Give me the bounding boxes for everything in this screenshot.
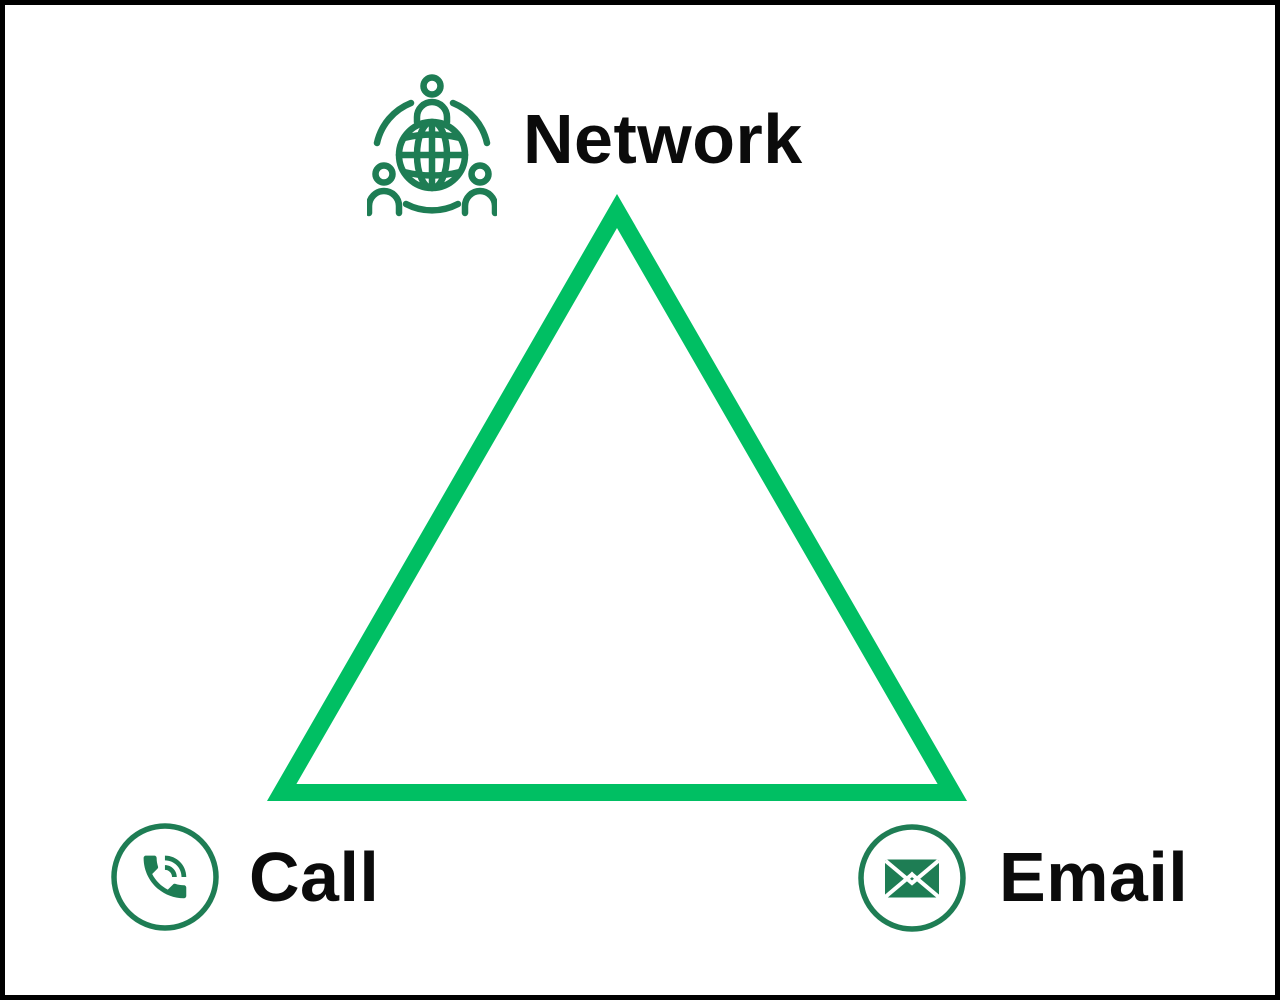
phone-call-icon <box>111 823 219 931</box>
connect-arc-right <box>449 99 491 147</box>
envelope-fold-left <box>884 871 915 899</box>
person-top-head <box>420 74 444 98</box>
person-left-body <box>367 187 403 217</box>
triangle-shape <box>266 193 968 801</box>
person-top-body <box>413 98 451 126</box>
connect-arc-bottom <box>402 200 462 214</box>
person-left-head <box>372 162 396 186</box>
network-globe-users-icon <box>367 74 497 217</box>
triangle-outline <box>266 193 968 801</box>
email-label: Email <box>999 838 1189 916</box>
envelope-flap-line <box>884 859 940 886</box>
envelope-fold-right <box>909 871 940 899</box>
email-circle-ring <box>858 824 966 932</box>
email-envelope-icon <box>858 824 966 932</box>
person-right-body <box>461 187 497 217</box>
globe-latitude-upper <box>400 131 464 142</box>
call-label: Call <box>249 838 380 916</box>
person-right-head <box>468 162 492 186</box>
network-label: Network <box>523 100 803 178</box>
globe-latitude-lower <box>400 168 464 179</box>
call-circle-ring <box>111 823 219 931</box>
phone-handset-glyph <box>143 855 187 899</box>
connect-arc-left <box>373 99 415 147</box>
